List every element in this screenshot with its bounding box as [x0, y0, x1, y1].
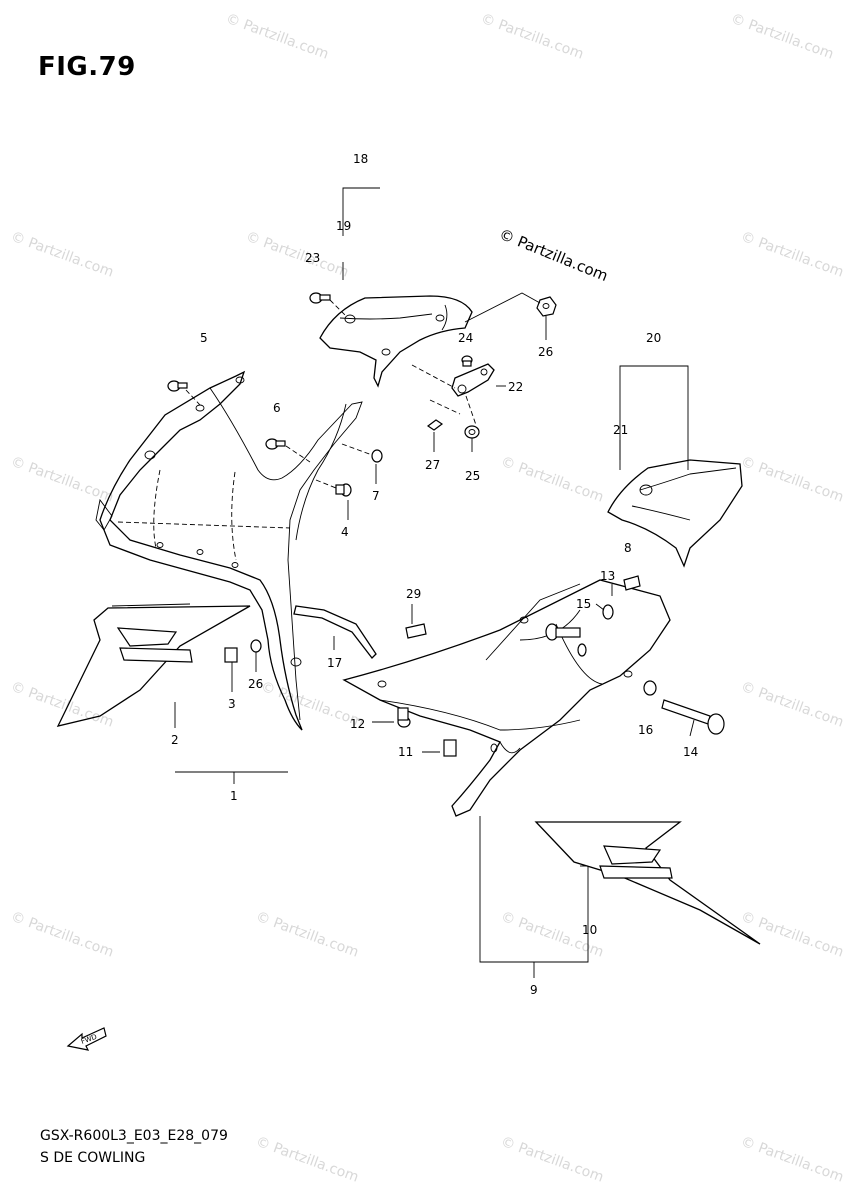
watermark: © Partzilla.com [739, 679, 846, 731]
callouts: 1 2 3 4 5 6 7 8 9 10 11 12 13 14 15 16 1… [171, 152, 698, 997]
callout-17[interactable]: 17 [327, 656, 342, 670]
watermark: © Partzilla.com [244, 229, 351, 281]
callout-11[interactable]: 11 [398, 745, 413, 759]
callout-6[interactable]: 6 [273, 401, 281, 415]
callout-9[interactable]: 9 [530, 983, 538, 997]
callout-12[interactable]: 12 [350, 717, 365, 731]
callout-10[interactable]: 10 [582, 923, 597, 937]
inner-panel-20 [607, 459, 743, 568]
emblem-2 [56, 603, 251, 727]
watermark: © Partzilla.com [9, 679, 116, 731]
clip-7 [341, 443, 383, 463]
callout-7[interactable]: 7 [372, 489, 380, 503]
tape-27 [426, 419, 444, 431]
callout-23[interactable]: 23 [305, 251, 320, 265]
watermark: © Partzilla.com [729, 11, 836, 63]
figure-title: FIG.79 [38, 52, 136, 82]
nut-4 [315, 479, 352, 497]
callout-18[interactable]: 18 [353, 152, 368, 166]
callout-26-top[interactable]: 26 [538, 345, 553, 359]
nut-26-top [464, 292, 557, 323]
callout-26-left[interactable]: 26 [248, 677, 263, 691]
watermark: © Partzilla.com [224, 11, 331, 63]
grommet-24 [461, 355, 473, 367]
watermark: © Partzilla.com [9, 229, 116, 281]
forward-arrow-icon: FWD [66, 1027, 107, 1051]
callout-15[interactable]: 15 [576, 597, 591, 611]
watermark: © Partzilla.com [739, 909, 846, 961]
callout-25[interactable]: 25 [465, 469, 480, 483]
callout-4[interactable]: 4 [341, 525, 349, 539]
clip-3 [224, 647, 238, 663]
figure-name: S DE COWLING [40, 1150, 146, 1166]
watermark: © Partzilla.com [254, 1134, 361, 1186]
screw-5 [167, 380, 201, 406]
collar-13 [602, 604, 614, 620]
callout-20[interactable]: 20 [646, 331, 661, 345]
tape-29 [405, 623, 427, 639]
bolt-15 [545, 623, 587, 657]
callout-1[interactable]: 1 [230, 789, 238, 803]
collar-16 [643, 680, 657, 696]
watermark: © Partzilla.com [479, 11, 586, 63]
callout-8[interactable]: 8 [624, 541, 632, 555]
lower-cowling-9 [342, 579, 671, 817]
nut-25 [464, 425, 480, 439]
upper-inner-panel [319, 295, 473, 388]
callout-13[interactable]: 13 [600, 569, 615, 583]
callout-24[interactable]: 24 [458, 331, 473, 345]
callout-29[interactable]: 29 [406, 587, 421, 601]
nut-26-left [250, 639, 262, 653]
watermark: © Partzilla.com [499, 454, 606, 506]
callout-19[interactable]: 19 [336, 219, 351, 233]
watermarks: © Partzilla.com © Partzilla.com © Partzi… [9, 11, 846, 1186]
callout-5[interactable]: 5 [200, 331, 208, 345]
watermark: © Partzilla.com [739, 1134, 846, 1186]
tape-8 [623, 575, 641, 591]
callout-27[interactable]: 27 [425, 458, 440, 472]
clip-11 [443, 739, 457, 757]
watermark: © Partzilla.com [499, 1134, 606, 1186]
watermark: © Partzilla.com [9, 909, 116, 961]
callout-16[interactable]: 16 [638, 723, 653, 737]
callout-21[interactable]: 21 [613, 423, 628, 437]
leader-lines [174, 187, 695, 978]
callout-22[interactable]: 22 [508, 380, 523, 394]
trim-17 [293, 605, 377, 659]
emblem-10 [534, 821, 761, 945]
callout-2[interactable]: 2 [171, 733, 179, 747]
screw-12 [397, 707, 411, 728]
watermark: © Partzilla.com [9, 454, 116, 506]
figure-code: GSX-R600L3_E03_E28_079 [40, 1128, 228, 1144]
watermark: © Partzilla.com [739, 454, 846, 506]
side-cowling-1 [95, 370, 363, 731]
screw-23 [309, 292, 331, 304]
bracket-22 [411, 363, 495, 426]
watermark: © Partzilla.com [739, 229, 846, 281]
watermark-main: © Partzilla.com [497, 225, 611, 285]
callout-3[interactable]: 3 [228, 697, 236, 711]
screw-6 [265, 438, 311, 463]
watermark: © Partzilla.com [254, 909, 361, 961]
bolt-14 [661, 699, 725, 735]
callout-14[interactable]: 14 [683, 745, 698, 759]
